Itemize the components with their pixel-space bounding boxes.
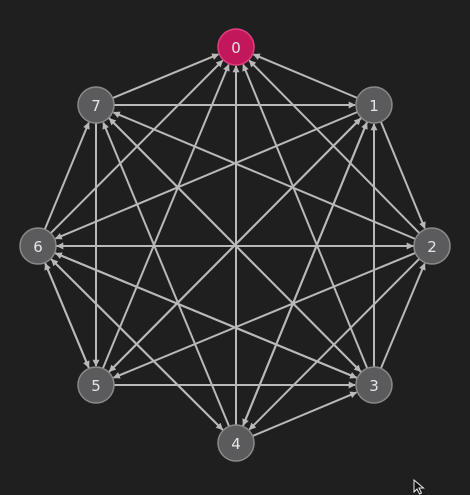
node-circle[interactable]: [217, 28, 255, 66]
edge-1-to-2: [379, 121, 426, 230]
nodes-layer: 0 1 2 3 4 5 6 7: [19, 28, 451, 462]
node-circle[interactable]: [19, 227, 57, 265]
edge-2-to-0: [248, 59, 421, 234]
edge-4-to-1: [241, 121, 368, 427]
edge-2-to-5: [112, 251, 416, 379]
node-7[interactable]: 7: [77, 86, 115, 124]
edge-7-to-0: [112, 53, 220, 100]
node-5[interactable]: 5: [77, 366, 115, 404]
node-label: 1: [369, 97, 379, 115]
node-label: 6: [33, 238, 43, 256]
node-label: 2: [427, 238, 437, 256]
edge-4-to-7: [102, 121, 231, 427]
node-6[interactable]: 6: [19, 227, 57, 265]
node-circle[interactable]: [355, 366, 393, 404]
edge-1-to-6: [54, 111, 358, 240]
node-label: 5: [91, 377, 101, 395]
edge-5-to-1: [107, 117, 362, 373]
edges-layer: [43, 53, 426, 437]
node-circle[interactable]: [77, 366, 115, 404]
edge-5-to-6: [44, 262, 91, 369]
node-label: 3: [369, 377, 379, 395]
node-2[interactable]: 2: [413, 227, 451, 265]
node-3[interactable]: 3: [355, 366, 393, 404]
node-circle[interactable]: [217, 424, 255, 462]
node-circle[interactable]: [355, 86, 393, 124]
node-circle[interactable]: [413, 227, 451, 265]
edge-2-to-7: [112, 111, 416, 240]
edge-5-to-0: [101, 63, 230, 369]
edge-3-to-2: [379, 262, 426, 369]
node-label: 7: [91, 97, 101, 115]
edge-4-to-3: [252, 391, 358, 437]
node-1[interactable]: 1: [355, 86, 393, 124]
node-4[interactable]: 4: [217, 424, 255, 462]
mouse-cursor-icon: [413, 479, 425, 495]
edge-6-to-7: [43, 121, 90, 230]
node-label: 0: [231, 39, 241, 57]
edge-3-to-6: [54, 252, 358, 380]
edge-3-to-0: [242, 63, 369, 369]
edge-1-to-0: [252, 53, 358, 99]
node-circle[interactable]: [77, 86, 115, 124]
node-0[interactable]: 0: [217, 28, 255, 66]
node-label: 4: [231, 435, 241, 453]
edge-4-to-6: [50, 258, 224, 432]
